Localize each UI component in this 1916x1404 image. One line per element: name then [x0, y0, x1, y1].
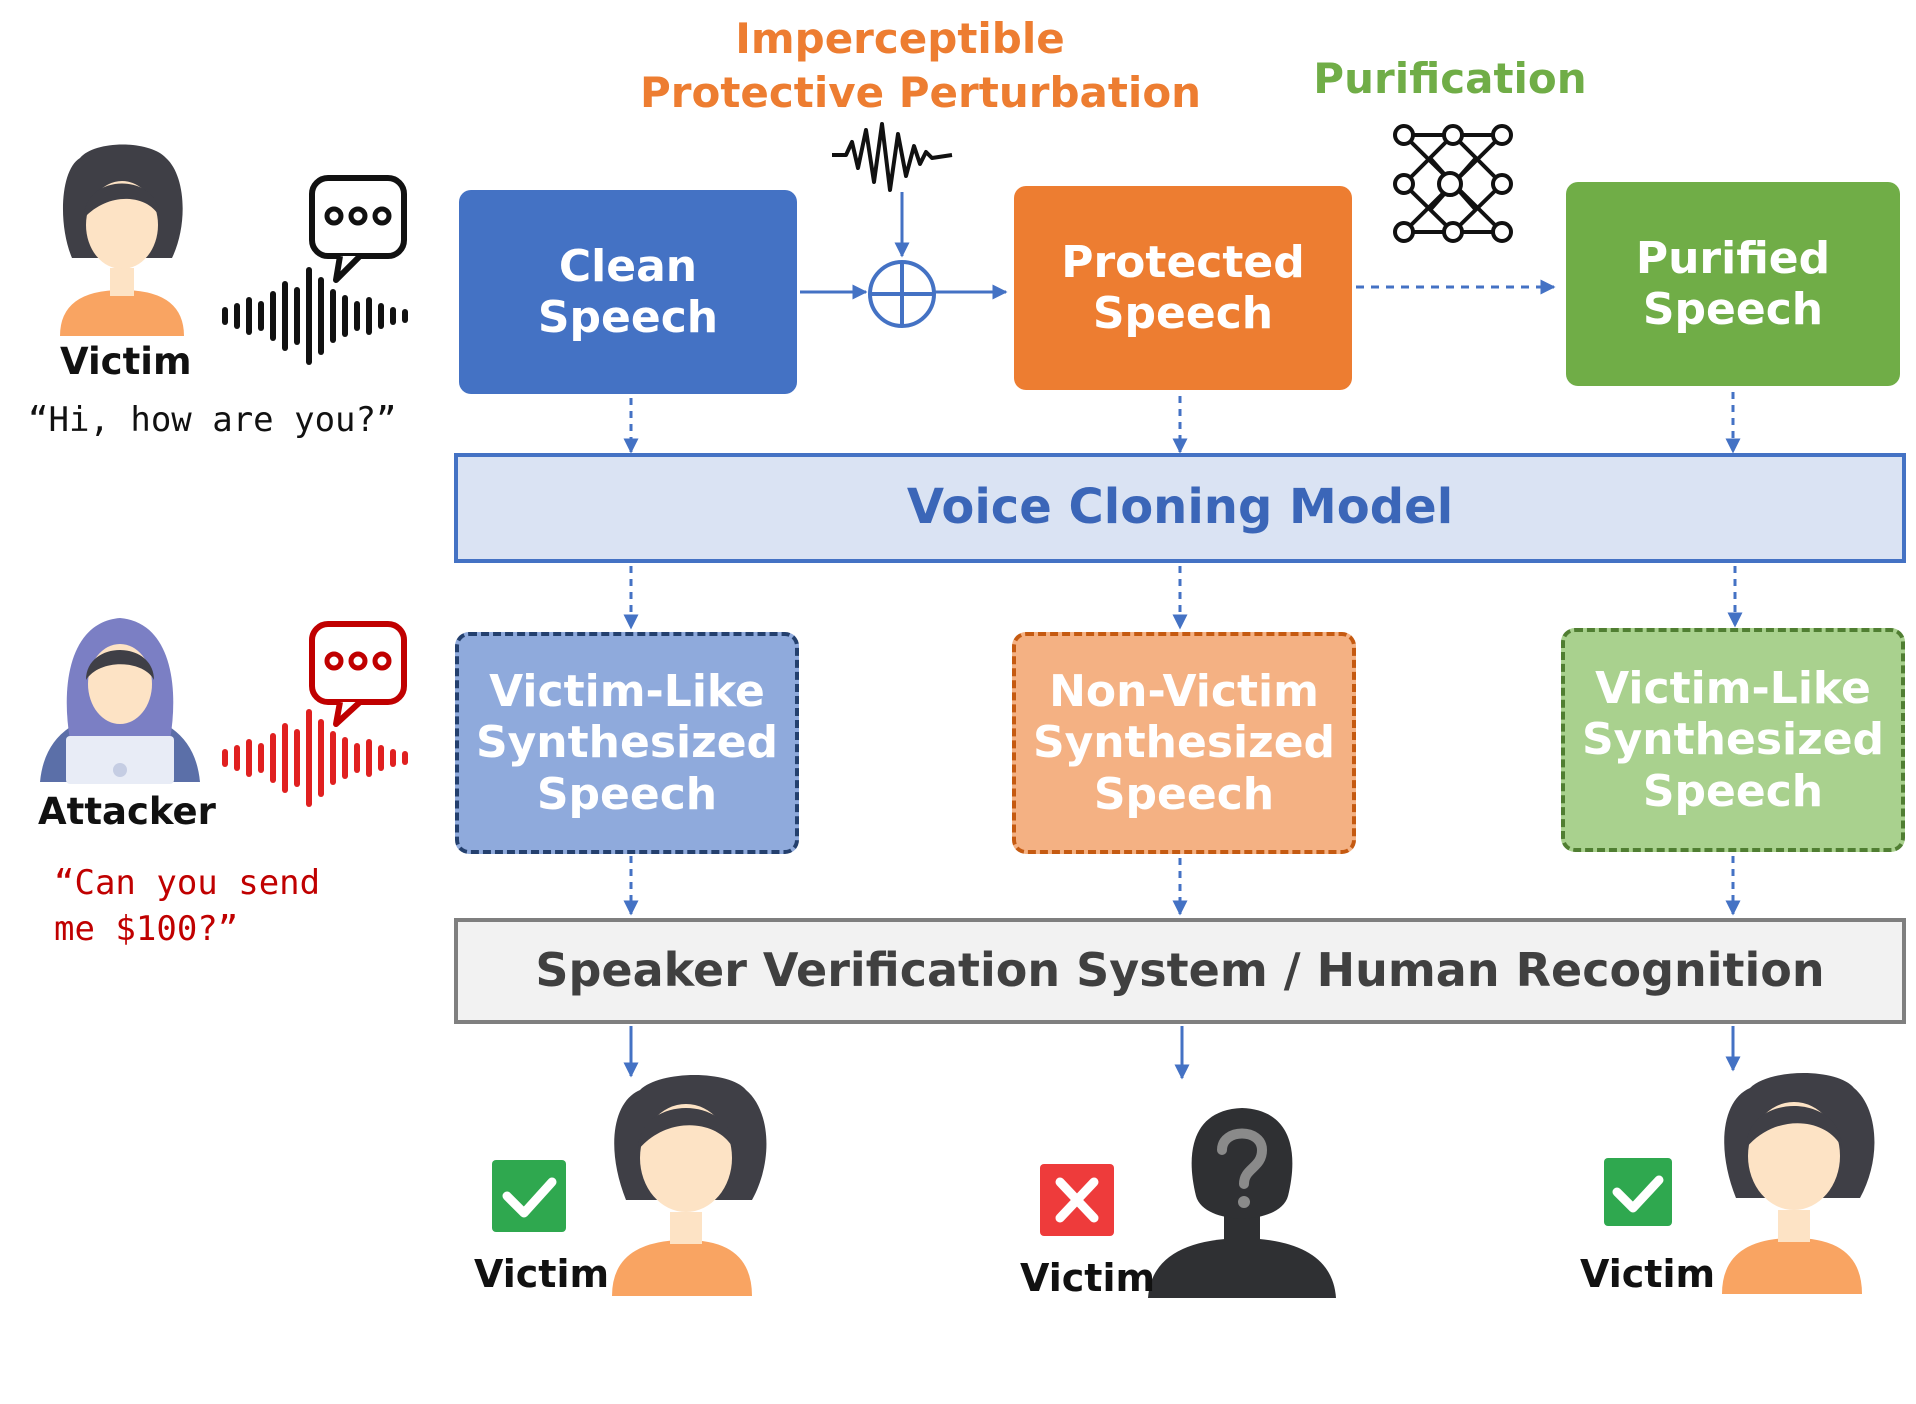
- result-label-purified: Victim: [1580, 1252, 1716, 1296]
- result-arrows: [623, 1026, 1741, 1080]
- result-label-protected: Victim: [1020, 1256, 1156, 1300]
- purified-speech-line1: Purified: [1635, 232, 1831, 284]
- check-icon: [1604, 1158, 1672, 1226]
- attacker-name: Attacker: [38, 790, 216, 833]
- purified-speech-box: Purified Speech: [1566, 182, 1900, 386]
- speaker-verification-box: Speaker Verification System / Human Reco…: [454, 918, 1906, 1024]
- perturbation-label: Imperceptible Protective Perturbation: [640, 12, 1201, 120]
- result-label-clean: Victim: [474, 1252, 610, 1296]
- protected-speech-box: Protected Speech: [1014, 186, 1352, 390]
- attacker-quote-line2: me $100?”: [54, 909, 239, 949]
- perturbation-label-line1: Imperceptible: [735, 14, 1065, 63]
- attacker-quote-line1: “Can you send: [54, 863, 321, 903]
- victim-waveform-icon: [222, 267, 408, 365]
- purified-speech-line2: Speech: [1642, 284, 1824, 335]
- output-protected-line1: Non-Victim: [1049, 666, 1319, 718]
- victim-speech-bubble-icon: [309, 175, 407, 283]
- victim-result-person-icon: [612, 1075, 767, 1296]
- output-clean-line2: Synthesized: [475, 717, 779, 769]
- victim-like-output-box-clean: Victim-Like Synthesized Speech: [455, 632, 799, 854]
- purification-label: Purification: [1313, 54, 1587, 103]
- output-purified-line3: Speech: [1642, 765, 1824, 817]
- attacker-quote: “Can you send me $100?”: [54, 860, 320, 952]
- unknown-person-icon: [1148, 1108, 1336, 1298]
- adder-plus-icon: [868, 260, 936, 328]
- victim-quote: “Hi, how are you?”: [28, 400, 397, 440]
- victim-name: Victim: [60, 340, 192, 383]
- output-purified-line1: Victim-Like: [1595, 663, 1871, 715]
- output-clean-line1: Victim-Like: [489, 666, 765, 718]
- clean-speech-line1: Clean: [558, 240, 698, 292]
- output-protected-line3: Speech: [1093, 768, 1275, 820]
- victim-person-icon: [60, 144, 184, 336]
- non-victim-output-box: Non-Victim Synthesized Speech: [1012, 632, 1356, 854]
- protected-speech-line2: Speech: [1092, 288, 1274, 339]
- protected-speech-line1: Protected: [1061, 236, 1305, 288]
- clean-speech-line2: Speech: [537, 292, 719, 343]
- perturbation-waveform-icon: [832, 122, 953, 192]
- output-protected-line2: Synthesized: [1032, 717, 1336, 769]
- neural-network-icon: [1393, 124, 1513, 243]
- cross-icon: [1040, 1164, 1114, 1236]
- output-clean-line3: Speech: [536, 768, 718, 820]
- flow-arrows: [623, 392, 1743, 916]
- voice-cloning-model-box: Voice Cloning Model: [454, 453, 1906, 563]
- victim-result-person-icon: [1722, 1073, 1875, 1294]
- check-icon: [492, 1160, 566, 1232]
- perturbation-label-line2: Protective Perturbation: [640, 68, 1202, 117]
- attacker-hacker-icon: [40, 618, 200, 784]
- victim-like-output-box-purified: Victim-Like Synthesized Speech: [1561, 628, 1905, 852]
- attacker-speech-bubble-icon: [309, 621, 407, 727]
- output-purified-line2: Synthesized: [1581, 714, 1885, 766]
- attacker-waveform-icon: [222, 709, 408, 807]
- clean-speech-box: Clean Speech: [459, 190, 797, 394]
